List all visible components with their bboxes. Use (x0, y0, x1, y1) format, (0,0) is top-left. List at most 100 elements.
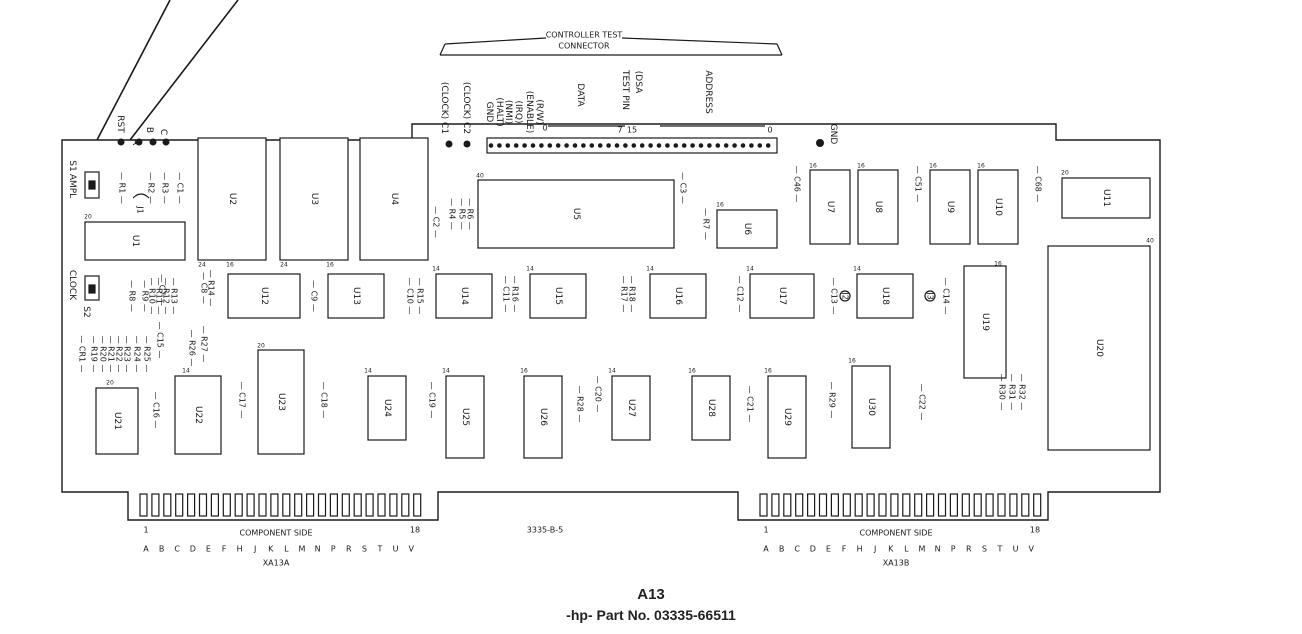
edge-finger (317, 493, 327, 517)
passive-label-r22: — R22 — (115, 336, 124, 373)
edge-letter: U (1013, 545, 1019, 554)
header-pin (749, 143, 754, 148)
header-pin (681, 143, 687, 148)
edge-letter: N (315, 545, 321, 554)
edge-finger (175, 493, 184, 517)
edge-letter: R (966, 545, 972, 554)
passive-label-c12: — C12 — (736, 276, 745, 313)
pin-number: 14 (442, 368, 450, 375)
pin-mark: 15 (627, 126, 637, 135)
passive-label-r4: — R4 — (448, 198, 457, 230)
jumper-label: J2 (841, 291, 850, 299)
pin-number: 16 (977, 163, 985, 170)
pin-number: 14 (432, 266, 440, 273)
edge-letter: M (919, 545, 926, 554)
ic-u30 (851, 365, 891, 449)
pin-number: 16 (809, 163, 817, 170)
pin-number: 16 (857, 163, 865, 170)
ic-u15 (529, 273, 587, 319)
header-pin (623, 143, 628, 148)
pin-number: 14 (853, 266, 861, 273)
ic-label: U23 (276, 393, 286, 411)
ic-label: U22 (193, 406, 203, 424)
switch-s2-lever (88, 284, 96, 294)
edge-finger (377, 493, 386, 517)
edge-finger (1033, 493, 1042, 517)
header-pin (665, 143, 670, 148)
header-pin (757, 143, 763, 148)
header-pin (631, 143, 637, 148)
passive-label-r31: — R31 — (1008, 374, 1017, 411)
edge-letter: K (888, 545, 894, 554)
header-pin (522, 143, 527, 148)
edge-side-label: COMPONENT SIDE (859, 529, 932, 538)
switch-label: AMPL (67, 174, 77, 198)
edge-letter: K (268, 545, 274, 554)
edge-finger (830, 493, 840, 517)
passive-label-c68: — C68 — (1034, 166, 1043, 203)
passive-label-r30: — R30 — (998, 374, 1007, 411)
ic-u22 (174, 375, 222, 455)
edge-letter: L (284, 545, 289, 554)
ic-label: U28 (706, 399, 716, 417)
header-pin (614, 143, 620, 148)
passive-label-c16: — C16 — (152, 392, 161, 429)
edge-finger (961, 493, 970, 517)
header-pin (513, 143, 519, 148)
test-point-label: B (144, 127, 154, 133)
connector-bracket (776, 43, 783, 56)
ic-u7 (809, 169, 851, 245)
edge-connector-name: XA13B (883, 559, 910, 568)
edge-finger (985, 493, 994, 517)
edge-finger (902, 493, 911, 517)
edge-letter: E (826, 545, 831, 554)
ic-label: U8 (873, 201, 883, 214)
ic-label: U7 (825, 201, 835, 213)
switch-s1-lever (88, 180, 96, 190)
header-pin (707, 143, 712, 148)
header-pin (505, 143, 511, 148)
ic-u23 (257, 349, 305, 455)
edge-letter: M (299, 545, 306, 554)
header-pin (732, 143, 737, 148)
pin-number: 14 (646, 266, 654, 273)
header-pin (564, 143, 569, 148)
connector-signal-label: (NMI) (503, 100, 513, 124)
probe-lead (129, 0, 239, 141)
pin-number: 16 (520, 368, 528, 375)
passive-label-r20: — R20 — (99, 336, 108, 373)
header-pin (597, 143, 603, 148)
edge-letter: P (331, 545, 336, 554)
pin-number: 16 (226, 262, 234, 269)
header-pin (639, 143, 645, 148)
passive-label-r6: — R6 — (466, 198, 475, 230)
test-point-b (149, 138, 157, 146)
pin-number: 40 (1146, 238, 1154, 245)
header-pin (488, 143, 494, 148)
passive-label-c21: — C21 — (746, 386, 755, 423)
passive-label-c51: — C51 — (914, 166, 923, 203)
ic-u25 (445, 375, 485, 459)
edge-finger (282, 493, 291, 517)
edge-finger (795, 493, 804, 517)
passive-label-r3: — R3 — (161, 172, 170, 204)
pin-number: 16 (716, 202, 724, 209)
edge-letter: F (842, 545, 847, 554)
test-point-c1 (445, 140, 453, 148)
header-pin (539, 143, 544, 148)
header-pin (606, 143, 611, 148)
ic-label: U14 (459, 287, 469, 305)
ic-u27 (611, 375, 651, 441)
ic-u8 (857, 169, 899, 245)
board-code: 3335-B-5 (527, 526, 563, 535)
edge-finger (914, 493, 923, 517)
edge-pin-start: 1 (763, 526, 768, 535)
passive-label-r17: — R17 — (620, 276, 629, 313)
edge-finger (246, 493, 255, 517)
gnd-test-point (816, 139, 824, 147)
ic-u16 (649, 273, 707, 319)
passive-label-r9: — R9 — (141, 280, 150, 312)
ic-label: U11 (1101, 189, 1111, 207)
edge-letter: E (206, 545, 211, 554)
passive-label-c11: — C11 — (502, 276, 511, 313)
